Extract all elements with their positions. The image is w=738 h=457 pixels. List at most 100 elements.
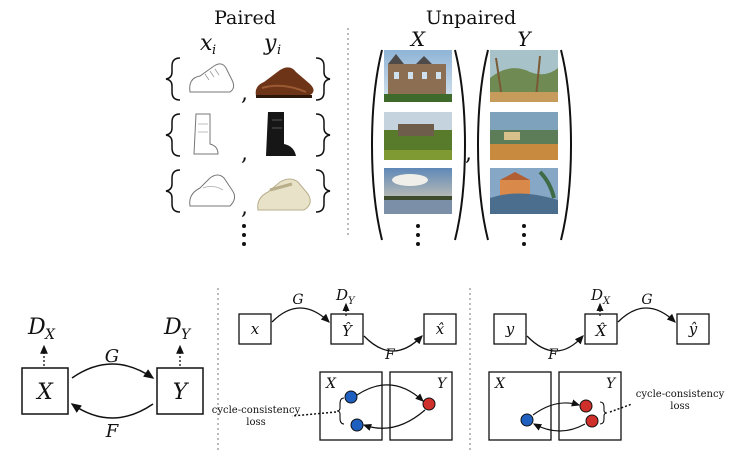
disc-label: D [335,286,348,304]
cream-shoe-photo-icon [257,178,311,211]
cycle-arrow-back [532,423,586,432]
domain-y-label: Y [606,376,617,392]
domain-y-box [558,371,622,441]
blue-point [350,418,364,432]
node-x-box [21,367,69,415]
paired-col-x: x [200,31,213,56]
loss-brace-icon [599,401,608,425]
loss-label-1: cycle-consistency [636,389,725,400]
set-x-label: X [409,27,426,51]
paired-col-y-sub: i [277,43,281,58]
domain-x-label: X [494,376,506,392]
map-g-label: G [641,292,652,308]
node-xhat-label: X̂ [595,322,608,340]
left-brace-icon [165,169,181,213]
red-point [422,397,436,411]
brown-shoe-photo-icon [255,67,314,98]
paired-col-y: y [263,31,277,56]
vertical-ellipsis-icon [522,224,526,246]
unpaired-separator: , [465,141,472,166]
loss-label-1: cycle-consistency [212,405,301,416]
disc-x-sub: X [44,327,56,343]
right-paren-icon [560,49,573,241]
node-yhat-box [676,313,710,345]
map-g-label: G [105,346,119,367]
paired-section: Paired x i y i , , [165,7,331,246]
cycle-arrow-forward [532,399,581,416]
node-yhat-label: ŷ [688,320,698,338]
map-g-arrow [71,363,155,379]
disc-sub: Y [348,296,356,307]
cezanne-landscape-2 [490,112,558,160]
blue-point [520,413,534,427]
disc-x-label: D [27,315,46,340]
left-brace-icon [165,57,181,101]
field-house-photo [384,112,452,160]
right-brace-icon [315,169,331,213]
shoe-sketch-icon [189,63,235,93]
right-brace-icon [315,57,331,101]
unpaired-heading: Unpaired [426,7,516,29]
loss-label-2: loss [670,401,689,412]
paired-row: , [165,169,331,220]
map-f-label: F [547,347,559,363]
cycle-arrow-forward [356,384,424,402]
node-x-label: X [35,380,54,405]
disc-y-label: D [163,315,182,340]
node-x-box [238,313,272,345]
loss-brace-icon [336,397,345,425]
boot-sketch-icon [193,113,219,155]
node-y-box [156,367,204,415]
paired-heading: Paired [214,7,276,29]
map-g-arrow [271,307,330,323]
node-yhat-box [330,313,364,345]
disc-label: D [590,286,603,304]
panel-a-gan-diagram: D X D Y X Y G F [21,315,204,442]
node-x-label: x [251,320,260,338]
lake-sky-photo [384,168,452,214]
map-f-arrow [70,403,154,419]
sneaker-sketch-icon [189,174,236,207]
map-f-label: F [384,347,396,363]
disc-y-sub: Y [181,327,192,343]
vertical-ellipsis-icon [416,224,420,246]
domain-x-box [319,371,383,441]
domain-x-label: X [325,376,337,392]
map-g-arrow [617,307,676,323]
paired-separator: , [241,141,248,166]
loss-label-2: loss [246,417,265,428]
cycle-arrow-back [362,409,426,431]
red-point [579,399,593,413]
node-xhat-label: x̂ [436,320,445,338]
map-g-label: G [292,292,303,308]
node-xhat-box [423,313,457,345]
unpaired-section: Unpaired X Y [370,7,573,246]
map-f-label: F [105,421,120,442]
left-paren-icon [370,49,383,241]
left-paren-icon [476,49,489,241]
node-y-label: y [505,320,515,338]
blue-point [344,390,358,404]
disc-sub: X [602,296,611,307]
black-boot-photo-icon [266,112,296,156]
node-y-label: Y [173,380,190,405]
paired-separator: , [241,195,248,220]
cezanne-landscape-1 [490,50,558,102]
cezanne-landscape-3 [490,168,558,214]
node-yhat-label: Ŷ [342,322,354,340]
set-y-label: Y [517,27,532,51]
panel-b-forward-cycle: D Y x Ŷ x̂ G F X Y cycle-consistency los… [212,286,457,441]
vertical-ellipsis-icon [242,224,246,246]
domain-y-label: Y [437,376,448,392]
map-f-arrow [526,335,584,352]
red-point [585,414,599,428]
node-xhat-box [584,313,618,345]
paired-col-x-sub: i [212,43,216,58]
chateau-photo [384,50,452,102]
map-f-arrow [363,335,423,352]
paired-separator: , [241,81,248,106]
panel-c-backward-cycle: D X y X̂ ŷ F G X Y cycle-consistency los… [488,286,725,441]
left-brace-icon [165,113,181,157]
loss-pointer [291,411,337,417]
